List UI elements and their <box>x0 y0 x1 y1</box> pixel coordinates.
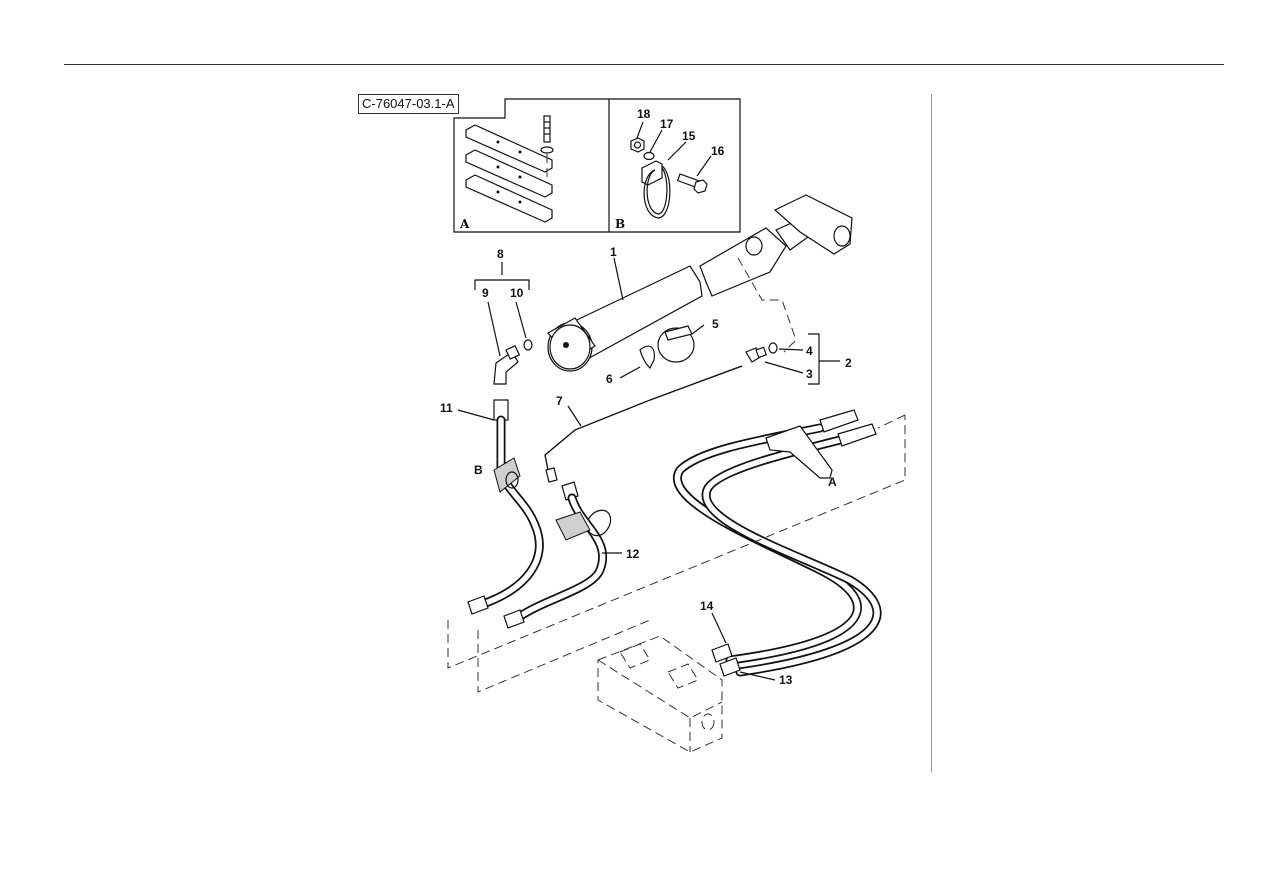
callout-2: 2 <box>845 356 852 370</box>
callout-18: 18 <box>637 107 651 121</box>
view-label-a: A <box>828 475 837 489</box>
callout-15: 15 <box>682 129 696 143</box>
hose-12 <box>503 481 612 629</box>
hose-11 <box>467 399 544 615</box>
phantom-centerlines <box>447 414 906 693</box>
elbow-fitting <box>493 339 533 385</box>
callout-16: 16 <box>711 144 725 158</box>
callout-17: 17 <box>660 117 674 131</box>
adapter-fitting <box>737 257 797 363</box>
callout-8: 8 <box>497 247 504 261</box>
inset-a-label: A <box>459 217 470 231</box>
callout-12: 12 <box>626 547 640 561</box>
column-divider <box>931 94 932 772</box>
callout-10: 10 <box>510 286 524 300</box>
steel-tube <box>544 365 743 483</box>
callout-1: 1 <box>610 245 617 259</box>
hose-clamp <box>639 325 695 370</box>
view-label-b: B <box>474 463 483 477</box>
inset-frame <box>453 98 741 233</box>
callout-9: 9 <box>482 286 489 300</box>
callout-4: 4 <box>806 344 813 358</box>
inset-a-clamp-plates <box>465 115 554 223</box>
inset-b-label: B <box>615 217 625 231</box>
hydraulic-cylinder <box>547 194 853 372</box>
callout-11: 11 <box>440 401 453 415</box>
inset-b-clamp-assembly <box>630 137 708 219</box>
callout-14: 14 <box>700 599 714 613</box>
header-rule <box>64 64 1224 65</box>
callout-13: 13 <box>779 673 793 687</box>
control-valve-block <box>597 635 723 753</box>
figure-id-label: C-76047-03.1-A <box>358 94 459 114</box>
callout-5: 5 <box>712 317 719 331</box>
callout-7: 7 <box>556 394 563 408</box>
callout-3: 3 <box>806 367 813 381</box>
callout-6: 6 <box>606 372 613 386</box>
hoses-13-14 <box>673 409 882 677</box>
